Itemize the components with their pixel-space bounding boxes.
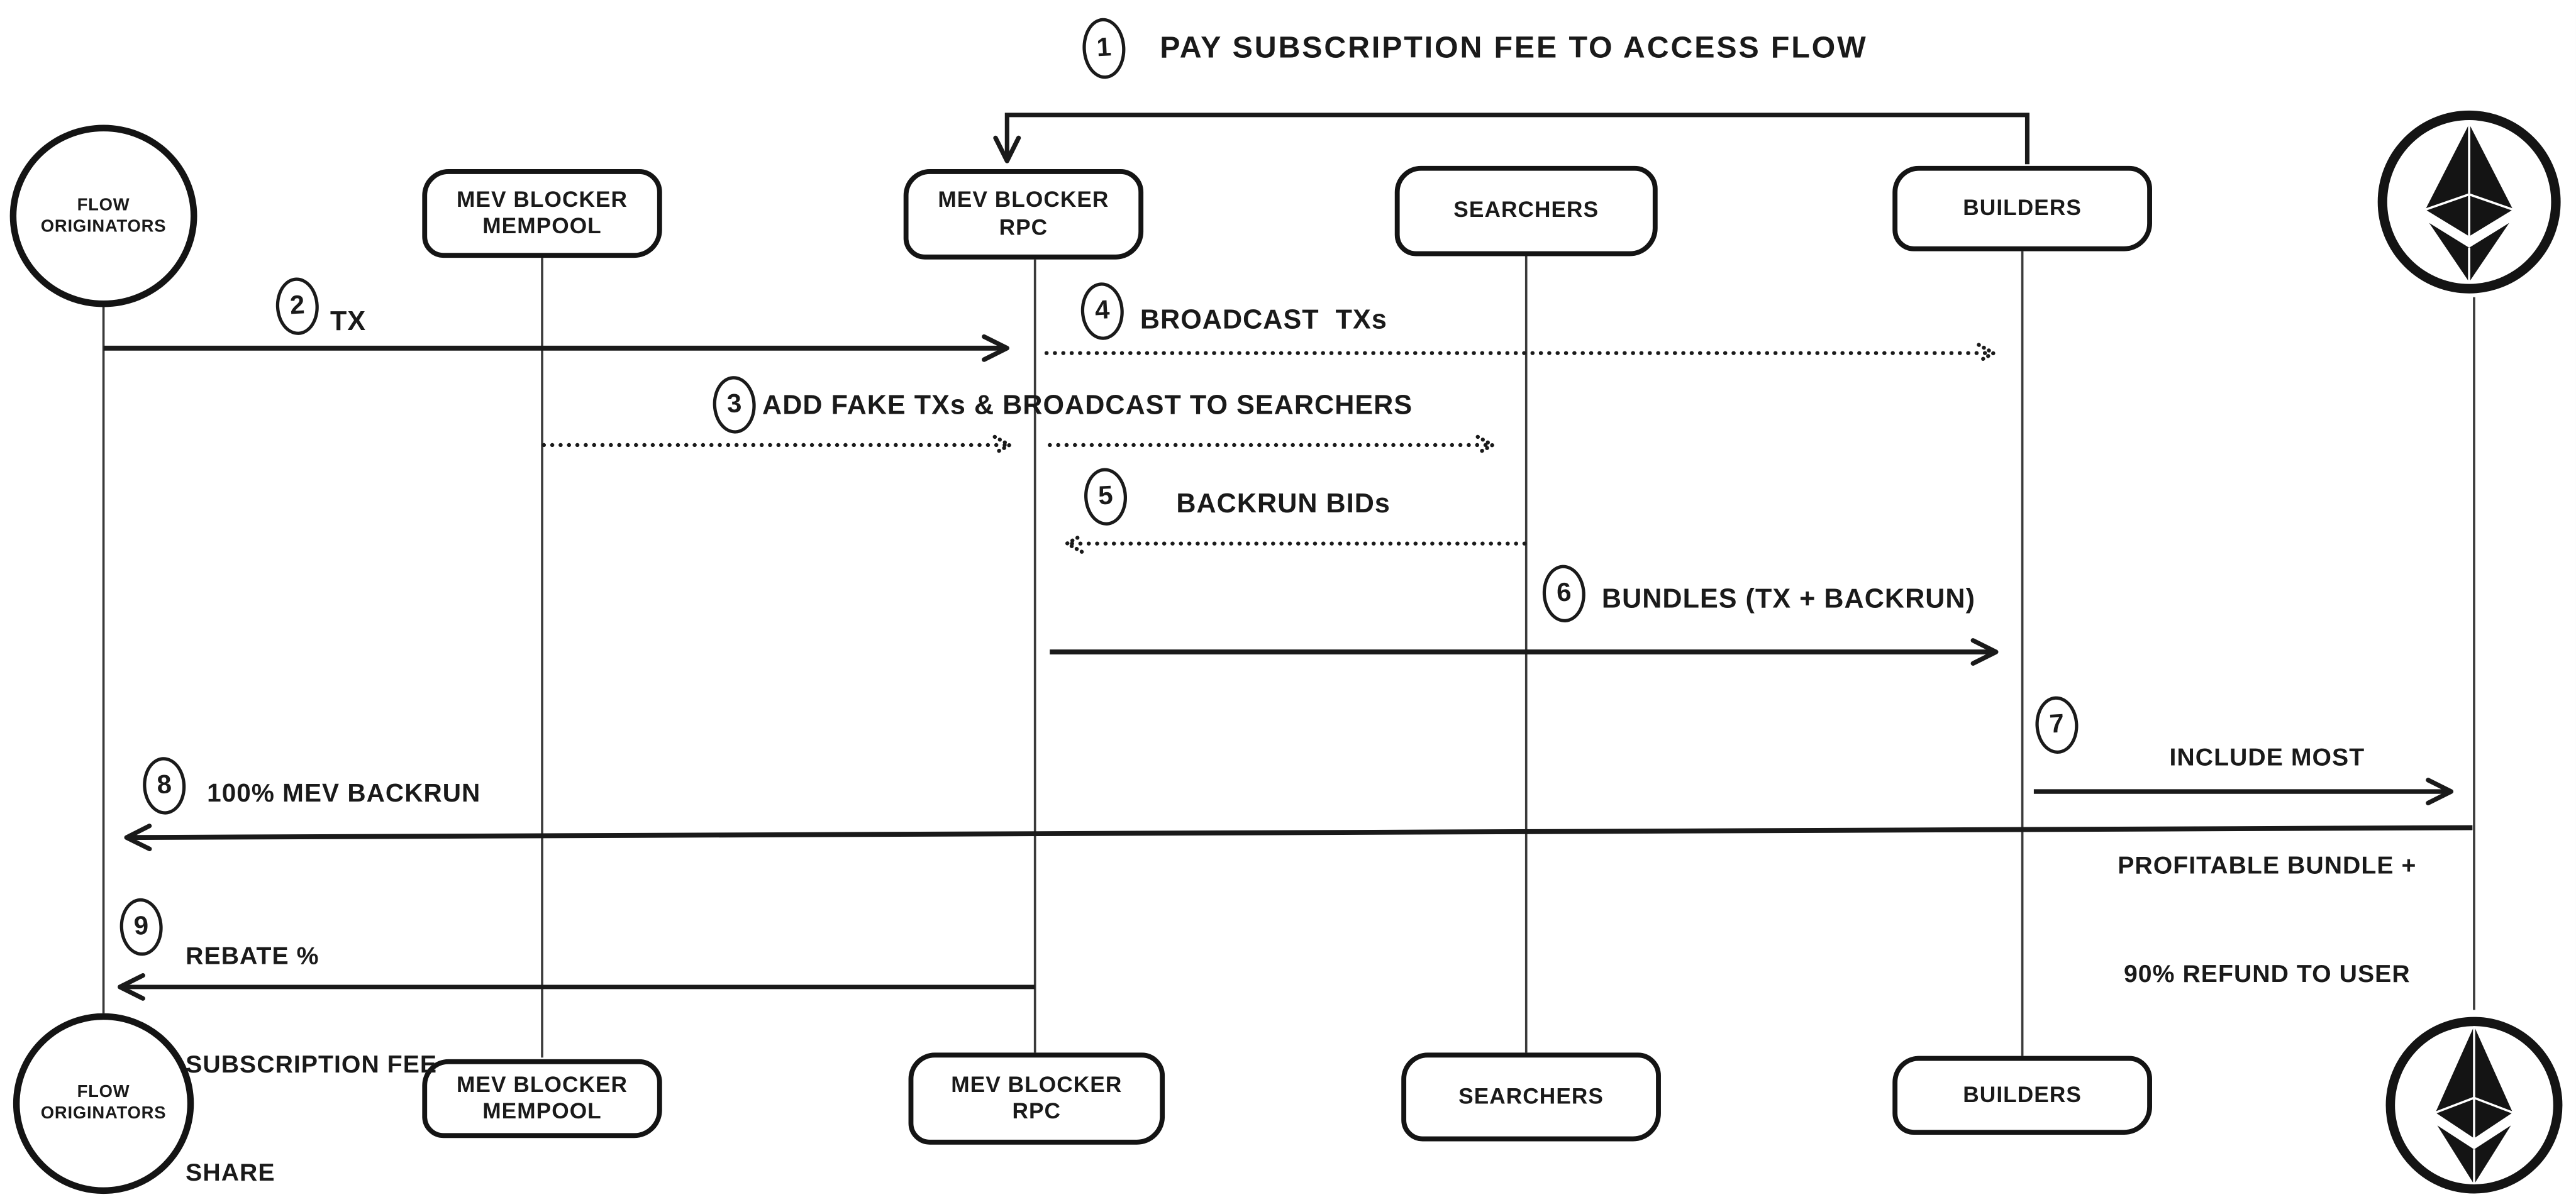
- message-4-label: BROADCAST TXs: [1140, 305, 1387, 335]
- message-3-label: ADD FAKE TXs & BROADCAST TO SEARCHERS: [762, 390, 1413, 421]
- message-7-label: INCLUDE MOST PROFITABLE BUNDLE + 90% REF…: [2074, 668, 2461, 1066]
- actor-label: MEV BLOCKER: [951, 1071, 1123, 1096]
- actor-flow-originators-top: FLOW ORIGINATORS: [9, 124, 197, 307]
- actor-mev-blocker-mempool-bottom: MEV BLOCKER MEMPOOL: [422, 1059, 662, 1139]
- actor-label: SEARCHERS: [1453, 197, 1599, 223]
- diagram-title: PAY SUBSCRIPTION FEE TO ACCESS FLOW: [1160, 30, 1868, 64]
- actor-label: FLOW: [77, 194, 130, 214]
- actor-label: BUILDERS: [1963, 195, 2082, 220]
- message-8-label: 100% MEV BACKRUN: [207, 780, 481, 808]
- actor-label: MEV BLOCKER: [456, 186, 628, 211]
- message-9-label: REBATE % SUBSCRIPTION FEE SHARE: [186, 867, 437, 1202]
- actor-builders-bottom: BUILDERS: [1892, 1056, 2152, 1135]
- message-9-line1: REBATE %: [186, 942, 319, 971]
- actor-label: BUILDERS: [1963, 1081, 2082, 1106]
- actor-label: SEARCHERS: [1458, 1083, 1604, 1108]
- message-7-line3: 90% REFUND TO USER: [2123, 961, 2411, 989]
- actor-label: FLOW: [77, 1082, 130, 1102]
- actor-builders-top: BUILDERS: [1892, 165, 2152, 251]
- step-5-number: 5: [1097, 482, 1114, 510]
- actor-label: MEMPOOL: [482, 213, 602, 238]
- message-8-arrow: [124, 824, 2473, 852]
- actor-mev-blocker-rpc-bottom: MEV BLOCKER RPC: [908, 1052, 1165, 1145]
- actor-mev-blocker-mempool-top: MEV BLOCKER MEMPOOL: [422, 169, 662, 258]
- step-8-number: 8: [156, 770, 172, 800]
- actor-searchers-bottom: SEARCHERS: [1401, 1052, 1661, 1142]
- step-9-number: 9: [133, 912, 150, 941]
- message-1-arrow: [993, 113, 2029, 165]
- step-7-number: 7: [2048, 710, 2065, 739]
- step-3-number: 3: [726, 389, 743, 419]
- actor-label: ORIGINATORS: [40, 216, 167, 236]
- actor-label: MEV BLOCKER: [938, 187, 1109, 212]
- step-4-number: 4: [1094, 295, 1111, 325]
- step-6-number: 6: [1555, 578, 1572, 607]
- actor-label: ORIGINATORS: [40, 1103, 167, 1123]
- step-1-number: 1: [1096, 33, 1113, 62]
- actor-label: RPC: [999, 214, 1048, 240]
- message-7-line1: INCLUDE MOST: [2169, 744, 2365, 772]
- actor-label: RPC: [1012, 1098, 1062, 1123]
- message-7-line2: PROFITABLE BUNDLE +: [2118, 852, 2417, 881]
- actor-searchers-top: SEARCHERS: [1394, 165, 1658, 256]
- message-6-label: BUNDLES (TX + BACKRUN): [1601, 584, 1976, 614]
- actor-label: MEV BLOCKER: [456, 1071, 628, 1096]
- ethereum-logo-bottom: [2385, 1017, 2563, 1194]
- actor-mev-blocker-rpc-top: MEV BLOCKER RPC: [903, 169, 1144, 260]
- message-9-line3: SHARE: [186, 1159, 275, 1188]
- message-9-line2: SUBSCRIPTION FEE: [186, 1050, 438, 1079]
- step-2-number: 2: [289, 291, 306, 320]
- actor-label: MEMPOOL: [482, 1098, 602, 1123]
- message-2-label: TX: [330, 307, 367, 337]
- message-5-label: BACKRUN BIDs: [1176, 489, 1391, 519]
- ethereum-logo-top: [2377, 110, 2561, 294]
- actor-flow-originators-bottom: FLOW ORIGINATORS: [13, 1013, 194, 1194]
